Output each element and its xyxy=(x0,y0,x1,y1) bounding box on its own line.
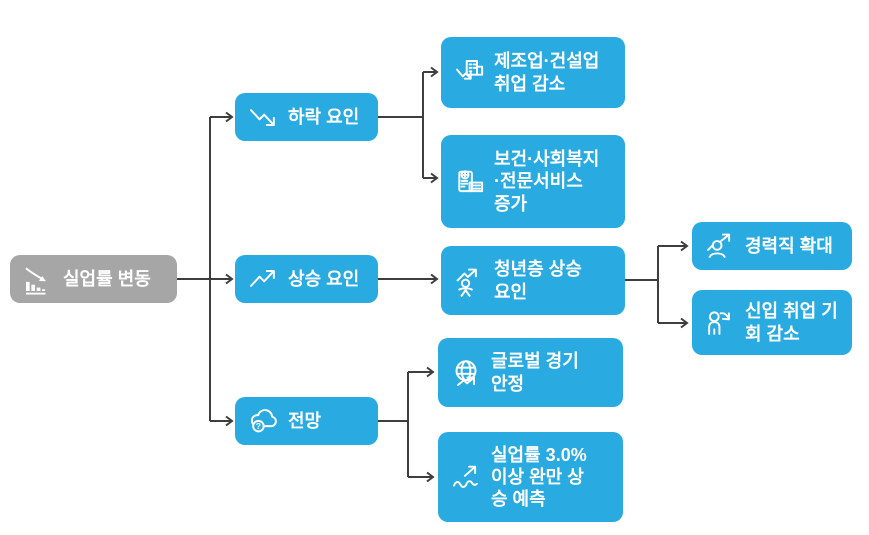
node-label: 실업률 3.0% 이상 완만 상 승 예측 xyxy=(491,444,587,510)
cloud-question-icon: ? xyxy=(247,405,279,437)
node-label: 경력직 확대 xyxy=(745,235,833,256)
node-unemployment-change: 실업률 변동 xyxy=(10,255,177,303)
industry-decline-icon xyxy=(453,57,485,89)
node-label: 제조업·건설업 취업 감소 xyxy=(494,51,600,94)
trend-up-icon xyxy=(247,263,279,295)
node-outlook: ? 전망 xyxy=(235,397,378,445)
svg-text:?: ? xyxy=(256,421,261,431)
node-label: 상승 요인 xyxy=(288,268,360,289)
node-youth-rise-factors: 청년층 상승 요인 xyxy=(441,246,625,315)
node-label: 보건·사회복지 ·전문서비스 증가 xyxy=(494,149,600,214)
node-label: 하락 요인 xyxy=(288,106,360,127)
person-arrow-up-icon xyxy=(704,230,736,262)
trend-down-icon xyxy=(247,101,279,133)
wave-rise-icon xyxy=(450,461,482,493)
node-unemployment-forecast: 실업률 3.0% 이상 완만 상 승 예측 xyxy=(438,432,623,522)
node-label: 신입 취업 기 회 감소 xyxy=(745,301,838,344)
node-career-positions-expansion: 경력직 확대 xyxy=(692,222,852,270)
person-trend-up-icon xyxy=(453,265,485,297)
node-label: 실업률 변동 xyxy=(63,268,151,289)
declining-bar-chart-icon xyxy=(22,263,54,295)
globe-trend-icon xyxy=(450,357,482,389)
node-label: 청년층 상승 요인 xyxy=(494,259,582,302)
node-rise-factors: 상승 요인 xyxy=(235,255,378,303)
node-decline-factors: 하락 요인 xyxy=(235,93,378,141)
node-health-welfare-services-increase: 보건·사회복지 ·전문서비스 증가 xyxy=(441,135,625,228)
person-arrow-down-icon xyxy=(704,307,736,339)
node-label: 글로벌 경기 안정 xyxy=(491,351,579,394)
node-new-hire-opportunity-decrease: 신입 취업 기 회 감소 xyxy=(692,290,852,355)
node-manufacturing-construction-decrease: 제조업·건설업 취업 감소 xyxy=(441,37,625,108)
node-global-economy-stability: 글로벌 경기 안정 xyxy=(438,338,623,407)
node-label: 전망 xyxy=(288,410,322,431)
hospital-building-icon xyxy=(453,166,485,198)
